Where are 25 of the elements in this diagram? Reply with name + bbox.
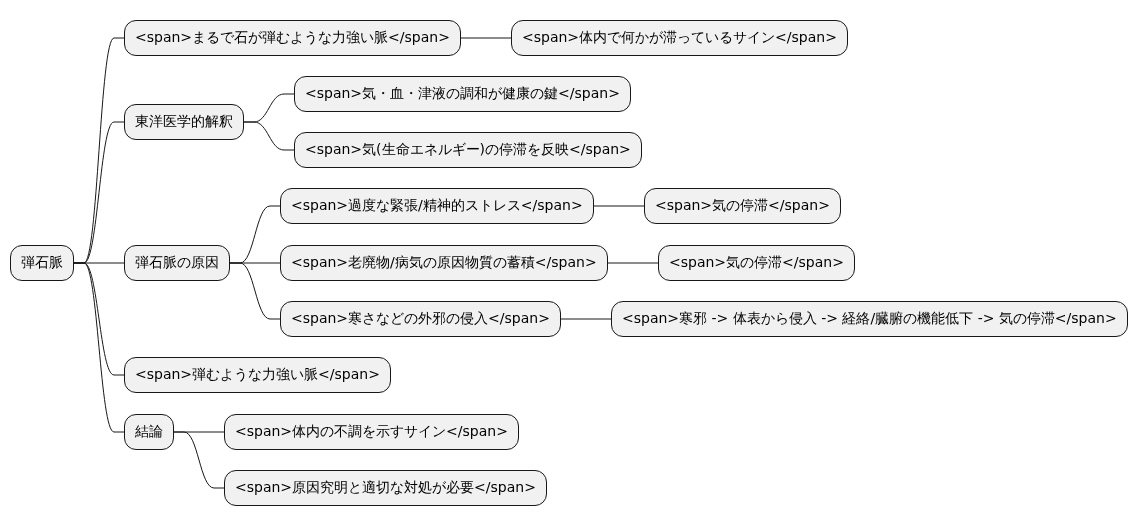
- branch-line: [607, 262, 659, 264]
- topic-box: 弾石脈の原因: [124, 245, 230, 281]
- branch-line: [243, 121, 295, 151]
- topic-box: <span>まるで石が弾むような力強い脈</span>: [124, 20, 461, 56]
- topic-box: <span>気・血・津液の調和が健康の鍵</span>: [294, 76, 631, 112]
- branch-line: [593, 205, 645, 207]
- topic-box: <span>過度な緊張/精神的ストレス</span>: [280, 188, 594, 224]
- topic-box: <span>体内で何かが滞っているサイン</span>: [511, 20, 848, 56]
- topic-box: <span>寒さなどの外邪の侵入</span>: [280, 301, 561, 337]
- branch-line: [460, 37, 512, 39]
- topic-box: 結論: [124, 414, 174, 450]
- topic-box: <span>老廃物/病気の原因物質の蓄積</span>: [280, 245, 608, 281]
- topic-box: <span>気(生命エネルギー)の停滞を反映</span>: [294, 132, 642, 168]
- topic-box: <span>原因究明と適切な対処が必要</span>: [224, 470, 547, 506]
- central-topic-box: 弾石脈: [10, 245, 74, 281]
- topic-box: 東洋医学的解釈: [124, 104, 244, 140]
- branch-line: [229, 262, 281, 320]
- topic-box: <span>気の停滞</span>: [658, 245, 855, 281]
- branch-line: [73, 262, 125, 433]
- topic-box: <span>気の停滞</span>: [644, 188, 841, 224]
- branch-line: [560, 318, 612, 320]
- topic-box: <span>弾むような力強い脈</span>: [124, 357, 391, 393]
- topic-box: <span>体内の不調を示すサイン</span>: [224, 414, 519, 450]
- topic-box: <span>寒邪 -> 体表から侵入 -> 経絡/臓腑の機能低下 -> 気の停滞</span>: [611, 301, 1128, 337]
- branch-line: [173, 431, 225, 489]
